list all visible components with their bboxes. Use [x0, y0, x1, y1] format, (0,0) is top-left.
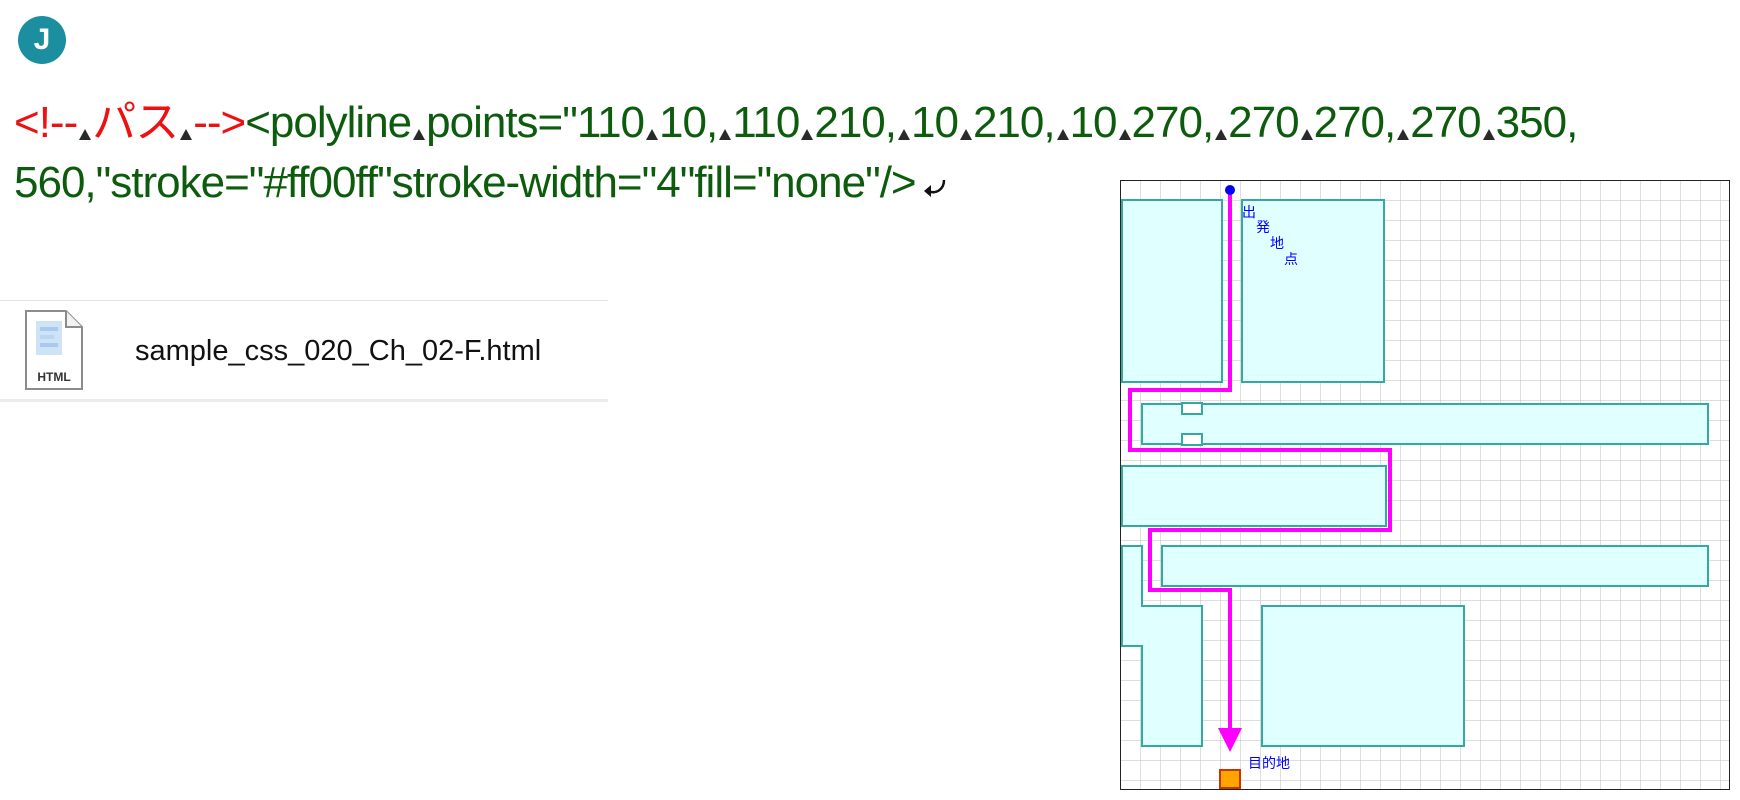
- map-door: [1181, 433, 1203, 446]
- file-name[interactable]: sample_css_020_Ch_02-F.html: [135, 335, 542, 367]
- map-room: [1141, 403, 1709, 445]
- points-token: 10: [910, 98, 959, 147]
- line-return-icon: [923, 179, 945, 197]
- start-label-char: 点: [1284, 252, 1298, 268]
- polyline-tag: <polyline: [245, 98, 412, 147]
- points-attribute: points="110: [426, 98, 645, 147]
- map-room: [1121, 545, 1203, 747]
- space-mark-icon: [413, 129, 426, 140]
- map-room: [1241, 199, 1385, 383]
- space-mark-icon: [897, 129, 910, 140]
- polyline-attributes: 560,"stroke="#ff00ff"stroke-width="4"fil…: [14, 158, 917, 207]
- map-room: [1161, 545, 1709, 587]
- map-room: [1121, 199, 1223, 383]
- map-room: [1261, 605, 1465, 747]
- points-token: 270,: [1313, 98, 1397, 147]
- space-mark-icon: [801, 129, 814, 140]
- points-token: 110: [732, 98, 800, 147]
- html-file-icon: HTML: [25, 310, 83, 390]
- space-mark-icon: [1118, 129, 1131, 140]
- start-label-char: 地: [1270, 236, 1284, 252]
- space-mark-icon: [180, 129, 193, 140]
- start-point-icon: [1225, 185, 1235, 195]
- j-badge-icon: J: [18, 16, 66, 64]
- floor-map-svg: 出 発 地 点 目的地: [1120, 180, 1730, 790]
- goal-label: 目的地: [1248, 756, 1290, 772]
- points-token: 270: [1410, 98, 1481, 147]
- comment-open: <!--: [14, 98, 78, 147]
- points-token: 210,: [814, 98, 897, 147]
- map-room: [1121, 465, 1387, 527]
- points-token: 270,: [1131, 98, 1215, 147]
- points-token: 270: [1228, 98, 1299, 147]
- points-token: 350,: [1495, 98, 1579, 147]
- comment-text: パス: [92, 98, 179, 147]
- goal-marker: [1219, 769, 1241, 789]
- points-token: 210,: [972, 98, 1056, 147]
- floor-map: 出 発 地 点 目的地: [1120, 180, 1730, 790]
- route-path: [1128, 190, 1392, 752]
- space-mark-icon: [1397, 129, 1410, 140]
- space-mark-icon: [719, 129, 732, 140]
- space-mark-icon: [1300, 129, 1313, 140]
- space-mark-icon: [646, 129, 659, 140]
- space-mark-icon: [79, 129, 92, 140]
- comment-close: -->: [193, 98, 246, 147]
- points-token: 10: [1069, 98, 1118, 147]
- space-mark-icon: [1215, 129, 1228, 140]
- space-mark-icon: [959, 129, 972, 140]
- points-token: 10,: [659, 98, 718, 147]
- code-line-1: <!-- パス --><polyline points="110 10, 110 210, 1…: [14, 86, 1579, 150]
- code-line-2: 560,"stroke="#ff00ff"stroke-width="4"fil…: [14, 158, 948, 208]
- file-list-row[interactable]: HTML sample_css_020_Ch_02-F.html: [0, 300, 608, 402]
- map-door: [1181, 402, 1203, 415]
- file-type-label: HTML: [37, 370, 70, 384]
- space-mark-icon: [1056, 129, 1069, 140]
- start-label-char: 出: [1242, 205, 1256, 221]
- start-label-char: 発: [1256, 220, 1270, 236]
- space-mark-icon: [1482, 129, 1495, 140]
